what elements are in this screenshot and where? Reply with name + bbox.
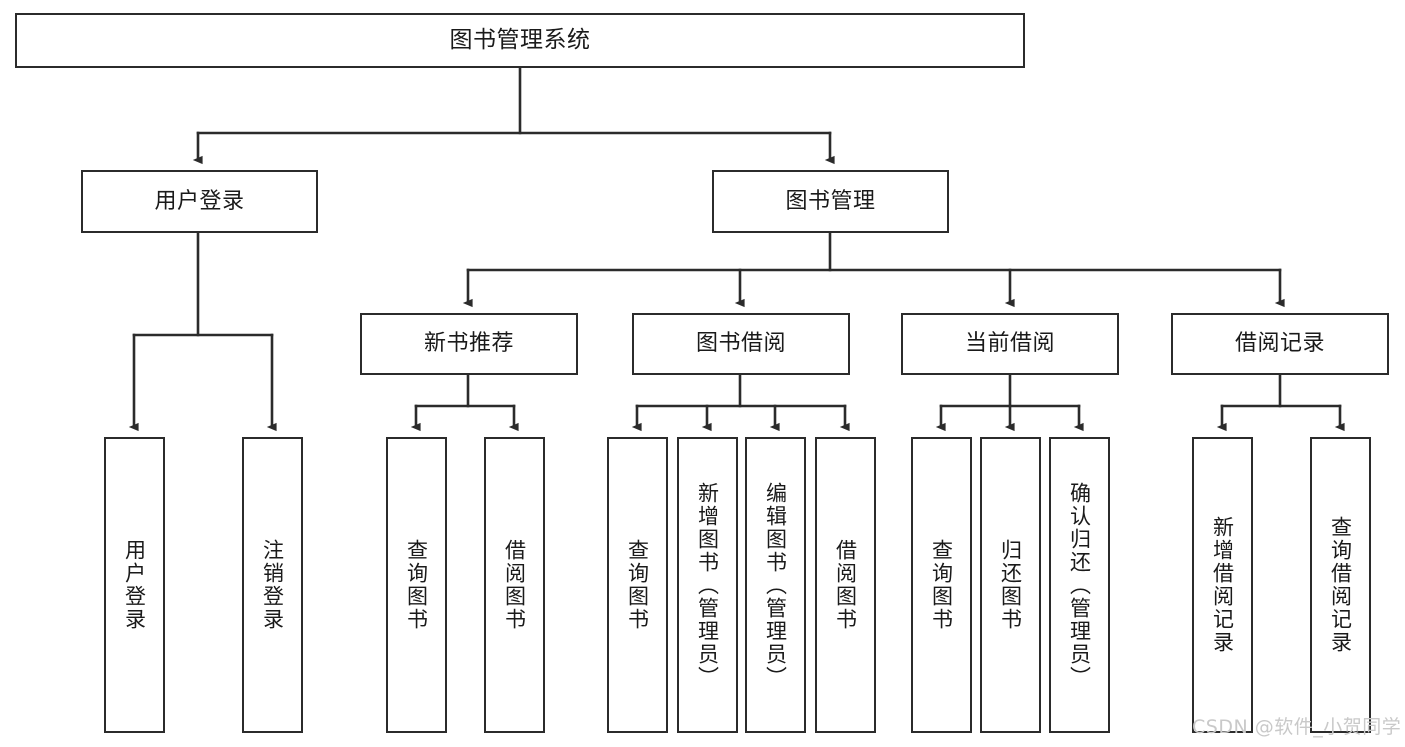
node-label: 编辑图书（管理员） (763, 481, 788, 689)
node-label: 查询图书 (625, 539, 650, 631)
node-label: 图书管理 (785, 188, 876, 214)
node-current-borrow[interactable]: 当前借阅 (901, 313, 1119, 375)
leaf-borrow-record-query[interactable]: 查询借阅记录 (1310, 437, 1371, 733)
node-root-library-system[interactable]: 图书管理系统 (15, 13, 1025, 68)
node-book-borrow[interactable]: 图书借阅 (632, 313, 850, 375)
leaf-book-borrow-borrow[interactable]: 借阅图书 (815, 437, 876, 733)
leaf-user-login-login[interactable]: 用户登录 (104, 437, 165, 733)
leaf-user-login-logout[interactable]: 注销登录 (242, 437, 303, 733)
node-new-book-recommend[interactable]: 新书推荐 (360, 313, 578, 375)
leaf-new-book-borrow[interactable]: 借阅图书 (484, 437, 545, 733)
leaf-current-borrow-query[interactable]: 查询图书 (911, 437, 972, 733)
leaf-current-borrow-return[interactable]: 归还图书 (980, 437, 1041, 733)
node-label: 注销登录 (260, 539, 285, 631)
leaf-borrow-record-add[interactable]: 新增借阅记录 (1192, 437, 1253, 733)
node-book-management[interactable]: 图书管理 (712, 170, 949, 233)
node-label: 查询借阅记录 (1328, 516, 1353, 654)
node-label: 借阅记录 (1234, 331, 1325, 357)
node-label: 用户登录 (154, 188, 245, 214)
node-label: 借阅图书 (502, 539, 527, 631)
leaf-new-book-query[interactable]: 查询图书 (386, 437, 447, 733)
node-label: 查询图书 (929, 539, 954, 631)
leaf-book-borrow-query[interactable]: 查询图书 (607, 437, 668, 733)
node-label: 查询图书 (404, 539, 429, 631)
node-user-login[interactable]: 用户登录 (81, 170, 318, 233)
node-label: 新增图书（管理员） (695, 481, 720, 689)
node-label: 图书管理系统 (449, 26, 591, 53)
leaf-book-borrow-edit[interactable]: 编辑图书（管理员） (745, 437, 806, 733)
node-label: 新增借阅记录 (1210, 516, 1235, 654)
node-label: 图书借阅 (695, 331, 786, 357)
node-label: 归还图书 (998, 539, 1023, 631)
leaf-current-borrow-confirm-return[interactable]: 确认归还（管理员） (1049, 437, 1110, 733)
node-label: 当前借阅 (964, 331, 1055, 357)
node-borrow-record[interactable]: 借阅记录 (1171, 313, 1389, 375)
node-label: 借阅图书 (833, 539, 858, 631)
node-label: 新书推荐 (423, 331, 514, 357)
csdn-watermark: CSDN @软件_小贺同学 (1192, 716, 1402, 738)
leaf-book-borrow-add[interactable]: 新增图书（管理员） (677, 437, 738, 733)
node-label: 用户登录 (122, 539, 147, 631)
node-label: 确认归还（管理员） (1067, 481, 1092, 689)
